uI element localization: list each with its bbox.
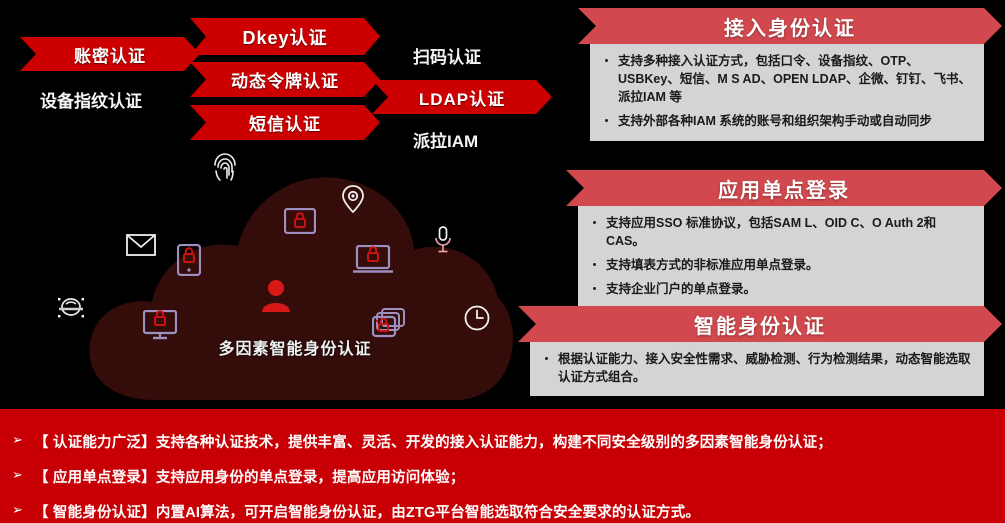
panel-bullet: 支持外部各种IAM 系统的账号和组织架构手动或自动同步 bbox=[602, 112, 972, 130]
bullet-arrow-icon: ➢ bbox=[12, 502, 24, 517]
panel-title-access-identity-auth: 接入身份认证 bbox=[578, 8, 1002, 44]
summary-line-text: 【 认证能力广泛】支持各种认证技术，提供丰富、灵活、开发的接入认证能力，构建不同… bbox=[34, 435, 833, 451]
tablet-lock-icon bbox=[284, 208, 316, 234]
panel-body-smart-identity-auth: 根据认证能力、接入安全性需求、威胁检测、行为检测结果，动态智能选取认证方式组合。 bbox=[530, 342, 984, 397]
auth-tag-dkey[interactable]: Dkey认证 bbox=[190, 18, 380, 55]
cloud-diagram: 多因素智能身份认证 bbox=[58, 150, 530, 420]
auth-tag-sms[interactable]: 短信认证 bbox=[190, 105, 380, 140]
auth-tag-account-password[interactable]: 账密认证 bbox=[20, 37, 200, 71]
summary-line: ➢ 【 智能身份认证】内置AI算法，可开启智能身份认证，由ZTG平台智能选取符合… bbox=[0, 501, 1005, 522]
phone-lock-icon bbox=[177, 244, 201, 276]
panel-access-identity-auth: 接入身份认证 支持多种接入认证方式，包括口令、设备指纹、OTP、USBKey、短… bbox=[578, 8, 1002, 141]
auth-tag-ldap[interactable]: LDAP认证 bbox=[372, 80, 552, 114]
auth-label-device-fingerprint: 设备指纹认证 bbox=[40, 92, 142, 111]
envelope-icon bbox=[126, 234, 156, 256]
desktop-lock-icon bbox=[143, 310, 177, 340]
panel-bullet: 支持填表方式的非标准应用单点登录。 bbox=[590, 256, 972, 274]
panel-title-app-sso: 应用单点登录 bbox=[566, 170, 1002, 206]
bullet-arrow-icon: ➢ bbox=[12, 432, 24, 447]
panel-bullet: 支持多种接入认证方式，包括口令、设备指纹、OTP、USBKey、短信、M S A… bbox=[602, 52, 972, 106]
laptop-lock-icon bbox=[353, 245, 393, 273]
panel-bullet: 支持应用SSO 标准协议，包括SAM L、OID C、O Auth 2和CAS。 bbox=[590, 214, 972, 250]
panel-smart-identity-auth: 智能身份认证 根据认证能力、接入安全性需求、威胁检测、行为检测结果，动态智能选取… bbox=[518, 306, 1002, 397]
auth-tag-otp-token[interactable]: 动态令牌认证 bbox=[190, 62, 380, 97]
panel-bullet: 根据认证能力、接入安全性需求、威胁检测、行为检测结果，动态智能选取认证方式组合。 bbox=[542, 350, 972, 386]
summary-banner: ➢ 【 认证能力广泛】支持各种认证技术，提供丰富、灵活、开发的接入认证能力，构建… bbox=[0, 409, 1005, 523]
user-avatar-icon bbox=[262, 280, 290, 312]
panel-bullet: 支持企业门户的单点登录。 bbox=[590, 280, 972, 298]
clock-icon bbox=[464, 305, 490, 331]
summary-line-text: 【 智能身份认证】内置AI算法，可开启智能身份认证，由ZTG平台智能选取符合安全… bbox=[34, 505, 701, 521]
auth-label-pala-iam: 派拉IAM bbox=[413, 132, 479, 151]
cloud-label: 多因素智能身份认证 bbox=[218, 341, 372, 358]
panel-body-app-sso: 支持应用SSO 标准协议，包括SAM L、OID C、O Auth 2和CAS。… bbox=[578, 206, 984, 309]
auth-label-scan-code: 扫码认证 bbox=[413, 48, 481, 67]
multi-window-lock-icon bbox=[372, 308, 405, 338]
microphone-icon bbox=[435, 226, 451, 253]
summary-line: ➢ 【 应用单点登录】支持应用身份的单点登录，提高应用访问体验； bbox=[0, 466, 1005, 487]
face-scan-icon bbox=[58, 298, 84, 318]
location-pin-icon bbox=[342, 185, 364, 213]
panel-body-access-identity-auth: 支持多种接入认证方式，包括口令、设备指纹、OTP、USBKey、短信、M S A… bbox=[590, 44, 984, 141]
summary-line-text: 【 应用单点登录】支持应用身份的单点登录，提高应用访问体验； bbox=[34, 470, 465, 486]
summary-line: ➢ 【 认证能力广泛】支持各种认证技术，提供丰富、灵活、开发的接入认证能力，构建… bbox=[0, 431, 1005, 452]
bullet-arrow-icon: ➢ bbox=[12, 467, 24, 482]
cloud-shape bbox=[89, 177, 513, 401]
panel-app-sso: 应用单点登录 支持应用SSO 标准协议，包括SAM L、OID C、O Auth… bbox=[566, 170, 1002, 309]
fingerprint-icon bbox=[214, 153, 236, 181]
panel-title-smart-identity-auth: 智能身份认证 bbox=[518, 306, 1002, 342]
